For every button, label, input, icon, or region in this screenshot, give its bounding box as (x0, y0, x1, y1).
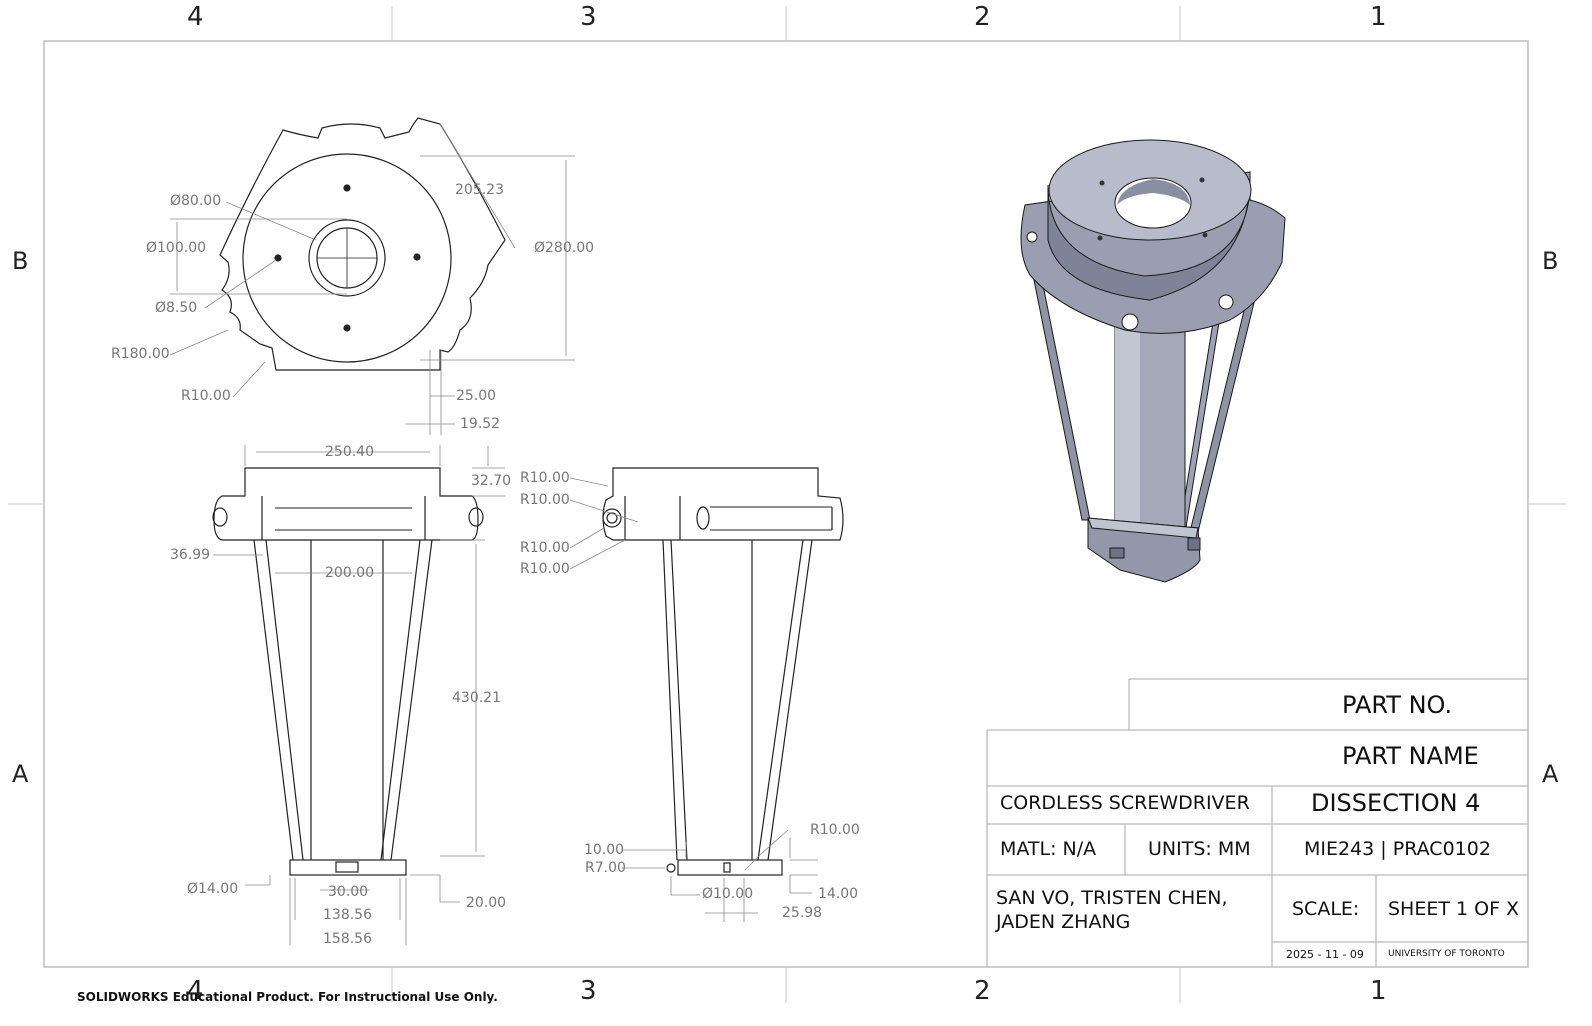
zone-col-3-top: 3 (580, 2, 597, 32)
units-label: UNITS: MM (1148, 838, 1251, 860)
drawing-border (43, 40, 1529, 968)
side-view-base (677, 859, 783, 876)
part-name-label: PART NAME (1342, 742, 1479, 770)
side-view-top-flange (602, 467, 844, 541)
dim-36: 36.99 (170, 547, 211, 563)
front-view-base (289, 859, 407, 876)
zone-col-3-bottom: 3 (580, 976, 597, 1006)
dim-diameter-100: Ø100.00 (146, 240, 207, 256)
zone-col-4-top: 4 (187, 2, 204, 32)
dim-radius-180: R180.00 (111, 346, 170, 362)
front-view-dimension-lines (213, 445, 505, 945)
zone-row-b-left: B (12, 247, 29, 275)
dim-radius-10-d: R10.00 (520, 561, 570, 577)
front-view (212, 467, 484, 876)
front-view-top-flange (213, 467, 479, 541)
top-view-body-circle (242, 153, 452, 363)
top-view-bolt-holes (274, 184, 421, 332)
zone-row-b-right: B (1542, 247, 1559, 275)
scale-label: SCALE: (1292, 898, 1360, 920)
zone-col-1-top: 1 (1370, 2, 1387, 32)
isometric-view (1020, 139, 1286, 583)
dim-30: 30.00 (328, 884, 369, 900)
dim-14: 14.00 (818, 886, 859, 902)
zone-col-2-top: 2 (974, 2, 991, 32)
part-number-label: PART NO. (1342, 691, 1453, 719)
dim-250: 250.40 (325, 444, 374, 460)
dim-32: 32.70 (471, 473, 512, 489)
top-view-bore-outer (308, 219, 386, 297)
dim-25: 25.00 (456, 388, 497, 404)
course-label: MIE243 | PRAC0102 (1304, 838, 1491, 860)
dim-10: 10.00 (584, 842, 625, 858)
dim-205: 205.23 (455, 182, 504, 198)
zone-col-2-bottom: 2 (974, 976, 991, 1006)
dim-radius-7: R7.00 (585, 860, 626, 876)
top-view-dimension-lines (169, 123, 575, 435)
dim-radius-10: R10.00 (181, 388, 231, 404)
authors-line-1: SAN VO, TRISTEN CHEN, (996, 887, 1228, 909)
project-name: CORDLESS SCREWDRIVER (1000, 792, 1250, 814)
dim-radius-10-b: R10.00 (520, 492, 570, 508)
dim-20: 20.00 (466, 895, 507, 911)
dim-138: 138.56 (323, 907, 372, 923)
institution-label: UNIVERSITY OF TORONTO (1388, 949, 1505, 959)
dim-430: 430.21 (452, 690, 501, 706)
material-label: MATL: N/A (1000, 838, 1097, 860)
top-view (219, 117, 506, 371)
zone-col-4-bottom: 4 (187, 976, 204, 1006)
zone-col-1-bottom: 1 (1370, 976, 1387, 1006)
zone-row-a-left: A (12, 760, 29, 788)
dim-diameter-8-5: Ø8.50 (155, 300, 198, 316)
dim-25-98: 25.98 (782, 905, 823, 921)
date-label: 2025 - 11 - 09 (1286, 948, 1364, 961)
zone-row-a-right: A (1542, 760, 1559, 788)
dim-radius-10-e: R10.00 (810, 822, 860, 838)
dim-158: 158.56 (323, 931, 372, 947)
title-block-grid (986, 678, 1528, 967)
authors-line-2: JADEN ZHANG (996, 911, 1131, 933)
educational-watermark: SOLIDWORKS Educational Product. For Inst… (77, 990, 498, 1004)
dim-diameter-80: Ø80.00 (170, 193, 222, 209)
top-view-outline (219, 117, 506, 371)
dim-diameter-280: Ø280.00 (534, 240, 595, 256)
dim-radius-10-a: R10.00 (520, 470, 570, 486)
zone-ticks (8, 6, 1566, 1003)
dim-200: 200.00 (325, 565, 374, 581)
dim-radius-10-c: R10.00 (520, 540, 570, 556)
sheet-label: SHEET 1 OF X (1388, 898, 1520, 920)
side-view-dimension-lines (569, 477, 818, 922)
side-view (602, 467, 844, 876)
dim-19-52: 19.52 (460, 416, 501, 432)
dim-diameter-10: Ø10.00 (702, 886, 754, 902)
dissection-label: DISSECTION 4 (1311, 789, 1481, 817)
dim-diameter-14: Ø14.00 (187, 881, 239, 897)
